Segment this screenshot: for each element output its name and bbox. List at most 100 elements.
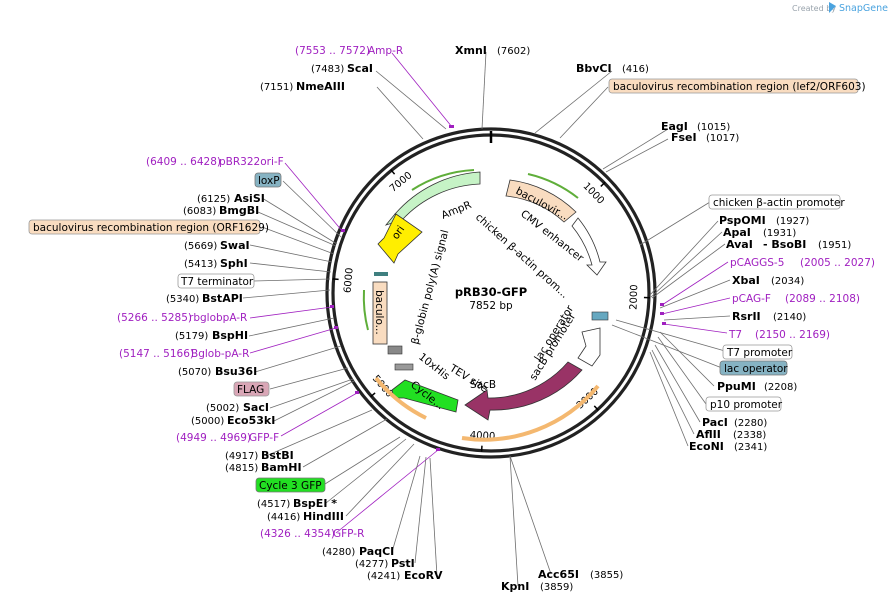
site-eagi-name[interactable]: EagI	[661, 120, 688, 133]
site-asisi-pos: (6125)	[197, 194, 230, 205]
site-psti-pos: (4277)	[355, 559, 388, 570]
box-t7term-label: T7 terminator	[180, 276, 254, 288]
tick-mark-1000	[600, 181, 606, 187]
bac-top-region[interactable]	[505, 179, 577, 223]
site-xmni-name[interactable]: XmnI	[455, 44, 487, 57]
polya-label: β-globin poly(A) signal	[409, 229, 451, 346]
primer-gfpr-range: (4326 .. 4354)	[260, 528, 335, 540]
site-aflii-pos: (2338)	[733, 430, 766, 441]
tick-mark-6000	[332, 278, 339, 281]
site-xbai-name[interactable]: XbaI	[732, 274, 760, 287]
primer-pcagf-name: pCAG-F	[732, 293, 771, 305]
tick-mark-5000	[370, 392, 376, 398]
box-loxp[interactable]	[254, 172, 282, 188]
site-scai-name[interactable]: ScaI	[347, 62, 373, 75]
primer-gfpr-name: GFP-R	[333, 528, 364, 540]
site-saci-name[interactable]: SacI	[243, 401, 269, 414]
site-saci-pos: (5002)	[206, 403, 239, 414]
box-lacop[interactable]	[719, 360, 788, 376]
site-hindiii-name[interactable]: HindIII	[303, 510, 344, 523]
box-t7prom-label: T7 promoter	[726, 347, 793, 359]
site-bspei-pos: (4517)	[257, 499, 290, 510]
box-t7term[interactable]	[177, 273, 255, 289]
site-ecorv-pos: (4241)	[367, 571, 400, 582]
site-bstbi-name[interactable]: BstBI	[261, 449, 294, 462]
primer-ampr-name: Amp-R	[368, 45, 403, 57]
site-psti-name[interactable]: PstI	[391, 557, 415, 570]
site-aflii-name[interactable]: AflII	[696, 428, 721, 441]
tick-mark-3000	[593, 405, 599, 411]
site-bamhi-name[interactable]: BamHI	[261, 461, 302, 474]
box-cycle3[interactable]	[255, 477, 326, 493]
orf-arc-left	[374, 376, 427, 420]
box-flag[interactable]	[233, 381, 270, 397]
box-bac-left[interactable]	[28, 219, 261, 235]
site-avai-name[interactable]: AvaI	[726, 238, 753, 251]
primer-rbglob-range: (5266 .. 5285)	[117, 312, 192, 324]
plasmid-name: pRB30-GFP	[455, 285, 527, 299]
box-t7prom[interactable]	[722, 344, 793, 360]
snapgene-brand: SnapGene	[839, 3, 888, 14]
lac-operator-mark	[591, 311, 609, 321]
ampr-label: AmpR	[440, 199, 474, 222]
site-fsei-name[interactable]: FseI	[671, 131, 697, 144]
box-flag-label: FLAG	[237, 384, 264, 396]
site-paci-name[interactable]: PacI	[702, 416, 728, 429]
site-apai-name[interactable]: ApaI	[723, 226, 751, 239]
site-bstapi-name[interactable]: BstAPI	[202, 292, 243, 305]
primer-bglob-name: Bglob-pA-R	[191, 348, 249, 360]
site-eco53ki-pos: (5000)	[191, 416, 224, 427]
site-bbvci-name[interactable]: BbvCI	[576, 62, 612, 75]
box-bac-left-label: baculovirus recombination region (ORF162…	[33, 222, 269, 234]
box-chicken[interactable]	[708, 194, 841, 210]
site-econi-name[interactable]: EcoNI	[689, 440, 724, 453]
plasmid-length: 7852 bp	[469, 300, 513, 312]
sacb-promoter[interactable]	[577, 327, 601, 367]
site-bmgbi-name[interactable]: BmgBI	[219, 204, 259, 217]
site-apai-pos: (1931)	[763, 228, 796, 239]
site-bsobi-name[interactable]: - BsoBI	[763, 238, 806, 251]
site-nmeaiii-name[interactable]: NmeAIII	[296, 80, 345, 93]
sacb-label: SacB	[470, 379, 496, 391]
cmv-chicken-arrow[interactable]	[571, 217, 607, 276]
site-fsei-pos: (1017)	[706, 133, 739, 144]
site-econi-pos: (2341)	[734, 442, 767, 453]
site-xmni-pos: (7602)	[497, 46, 530, 57]
box-p10[interactable]	[705, 396, 782, 412]
bac-top-orf	[527, 173, 579, 199]
snapgene-logo-icon	[829, 2, 836, 13]
site-ppumi-pos: (2208)	[764, 382, 797, 393]
site-eco53ki-name[interactable]: Eco53kI	[227, 414, 275, 427]
tick-mark-7000	[390, 169, 396, 175]
primer-marks	[330, 125, 666, 451]
site-bspei-name[interactable]: BspEI *	[293, 497, 337, 510]
site-kpni-name[interactable]: KpnI	[501, 580, 529, 593]
site-bsu36i-name[interactable]: Bsu36I	[215, 365, 257, 378]
box-bac-right-label: baculovirus recombination region (lef2/O…	[613, 81, 866, 93]
site-acc65i-name[interactable]: Acc65I	[538, 568, 579, 581]
site-asisi-name[interactable]: AsiSI	[234, 192, 265, 205]
site-kpni-pos: (3859)	[540, 582, 573, 593]
primer-gfpf-range: (4949 .. 4969)	[176, 432, 251, 444]
site-bsu36i-pos: (5070)	[178, 367, 211, 378]
loxp-mark	[374, 272, 388, 276]
site-rsrii-name[interactable]: RsrII	[732, 310, 761, 323]
sacb-arrow[interactable]	[464, 361, 583, 421]
site-pspomi-name[interactable]: PspOMI	[719, 214, 766, 227]
primer-rbglob-name: rbglobpA-R	[189, 312, 247, 324]
ori-arrow[interactable]	[377, 213, 423, 264]
primer-ampr-range: (7553 .. 7572)	[295, 45, 370, 57]
primer-pbr322-range: (6409 .. 6428)	[146, 156, 221, 168]
site-sphi-name[interactable]: SphI	[220, 257, 248, 270]
site-ppumi-name[interactable]: PpuMI	[717, 380, 756, 393]
site-ecorv-name[interactable]: EcoRV	[404, 569, 443, 582]
site-bmgbi-pos: (6083)	[183, 206, 216, 217]
primer-pbr322-name: pBR322ori-F	[219, 156, 284, 168]
site-swai-name[interactable]: SwaI	[220, 239, 250, 252]
site-bsphi-name[interactable]: BspHI	[212, 329, 248, 342]
bac-left-region[interactable]	[372, 281, 388, 345]
site-paqci-name[interactable]: PaqCI	[359, 545, 394, 558]
primer-pcagf-range: (2089 .. 2108)	[785, 293, 860, 305]
site-bsobi-pos: (1951)	[818, 240, 851, 251]
box-bac-right[interactable]	[608, 78, 859, 94]
